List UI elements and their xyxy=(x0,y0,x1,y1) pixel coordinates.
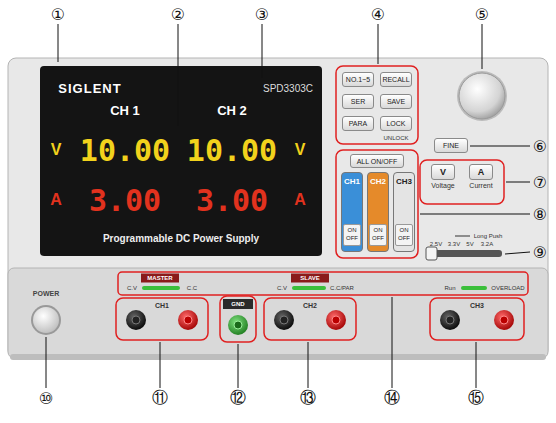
led-label: C.V xyxy=(277,285,287,291)
current-reading: 3.00 xyxy=(89,183,161,218)
led-label: OVERLOAD xyxy=(491,285,524,291)
panel-button: PARA xyxy=(342,116,374,131)
callout-number: ⑥ xyxy=(533,137,547,156)
button-label: CH2 xyxy=(370,177,386,186)
callout-number: ⑤ xyxy=(475,5,489,24)
brand-logo: SIGLENT xyxy=(58,81,121,96)
button-label: FINE xyxy=(443,142,459,149)
callout-number: ⑧ xyxy=(533,205,547,224)
terminal-label: GND xyxy=(231,301,244,307)
panel-button: ALL ON/OFF xyxy=(350,154,404,168)
voltage-reading: 10.00 xyxy=(80,133,170,168)
panel-caption: Programmable DC Power Supply xyxy=(103,233,259,244)
callout-number: ③ xyxy=(255,5,269,24)
panel-button: SER xyxy=(342,94,374,109)
button-label: ALL ON/OFF xyxy=(357,158,398,165)
callout-number: ④ xyxy=(371,5,385,24)
terminal-label: CH1 xyxy=(155,302,169,309)
unit-label: A xyxy=(50,191,62,209)
button-label: SAVE xyxy=(387,98,405,105)
switch-label: 3.2A xyxy=(481,241,493,247)
channel-button: CH3 ON OFF xyxy=(393,172,415,252)
button-label: LOCK xyxy=(386,120,405,127)
panel-button: RECALL xyxy=(380,72,412,87)
button-label: NO.1~5 xyxy=(346,76,370,83)
callout-number: ⑭ xyxy=(384,388,400,409)
callout-number: ⑨ xyxy=(533,243,547,262)
callout-number: ⑮ xyxy=(468,388,484,409)
panel-button: V Voltage xyxy=(426,164,460,189)
button-caption: Current xyxy=(469,182,492,189)
callout-number: ① xyxy=(51,5,65,24)
key-label: UNLOCK xyxy=(383,135,408,141)
voltage-reading: 10.00 xyxy=(187,133,277,168)
power-label: POWER xyxy=(33,290,59,297)
button-label: PARA xyxy=(349,120,368,127)
callout-number: ⑫ xyxy=(230,388,246,409)
callout-number: ② xyxy=(171,5,185,24)
panel-button: SAVE xyxy=(380,94,412,109)
panel-button: NO.1~5 xyxy=(342,72,374,87)
terminal-label: CH3 xyxy=(470,302,484,309)
mode-label: SLAVE xyxy=(300,275,320,281)
current-reading: 3.00 xyxy=(196,183,268,218)
switch-label: 5V xyxy=(466,241,473,247)
callout-number: ⑬ xyxy=(300,388,316,409)
led-label: C.C/PAR xyxy=(330,285,354,291)
unit-label: A xyxy=(294,191,306,209)
button-label: A xyxy=(469,164,493,180)
callout-number: ⑩ xyxy=(39,389,53,408)
panel-button: A Current xyxy=(464,164,498,189)
panel-button: FINE xyxy=(434,138,468,153)
channel-button: CH1 ON OFF xyxy=(341,172,363,252)
callout-number: ⑪ xyxy=(152,388,168,409)
button-state: ON OFF xyxy=(343,224,361,246)
button-label: RECALL xyxy=(382,76,409,83)
button-state: ON OFF xyxy=(369,224,387,246)
switch-label: 2.5V xyxy=(430,241,442,247)
unit-label: V xyxy=(51,141,62,159)
switch-label: 3.3V xyxy=(448,241,460,247)
led-label: C.C xyxy=(187,285,197,291)
channel-label: CH 2 xyxy=(217,103,247,118)
button-label: CH3 xyxy=(396,177,412,186)
model-name: SPD3303C xyxy=(263,83,313,94)
mode-label: MASTER xyxy=(147,275,172,281)
terminal-label: CH2 xyxy=(303,302,317,309)
callout-number: ⑦ xyxy=(533,173,547,192)
led-label: C.V xyxy=(127,285,137,291)
button-label: SER xyxy=(351,98,365,105)
button-state: ON OFF xyxy=(395,224,413,246)
led-label: Run xyxy=(444,285,455,291)
channel-button: CH2 ON OFF xyxy=(367,172,389,252)
button-label: CH1 xyxy=(344,177,360,186)
panel-button: LOCK xyxy=(380,116,412,131)
unit-label: V xyxy=(295,141,306,159)
switch-label: Long Push xyxy=(474,233,503,239)
button-label: V xyxy=(431,164,455,180)
channel-label: CH 1 xyxy=(110,103,140,118)
button-caption: Voltage xyxy=(431,182,454,189)
